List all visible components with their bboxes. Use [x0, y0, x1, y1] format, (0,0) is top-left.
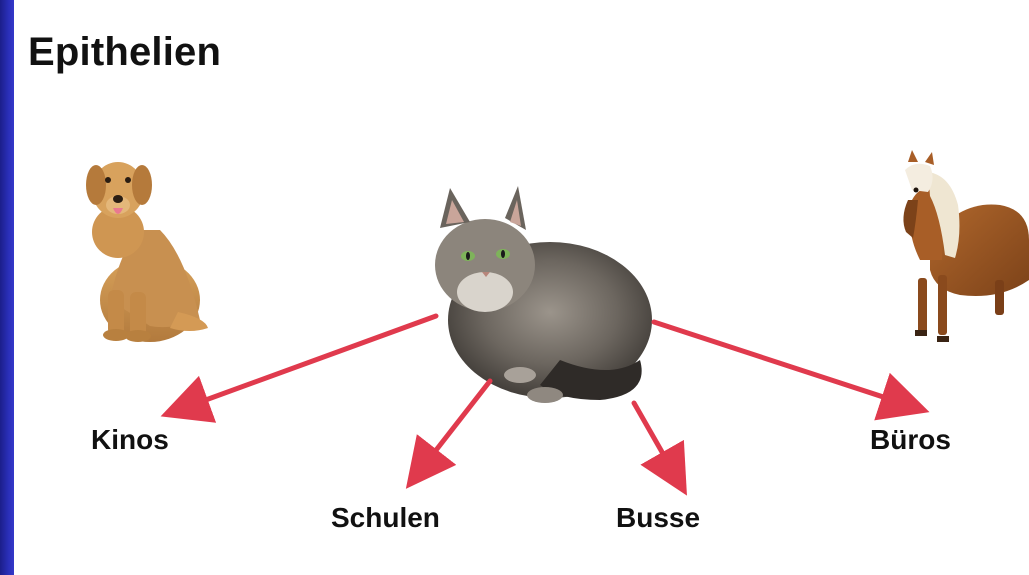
target-label-bueros: Büros: [870, 424, 951, 455]
slide-left-border: [0, 0, 14, 575]
target-label-kinos: Kinos: [91, 424, 169, 455]
arrow-group: [160, 313, 930, 496]
arrow-to-bueros: [651, 319, 930, 421]
arrow-to-busse: [631, 400, 687, 496]
target-label-busse: Busse: [616, 502, 701, 533]
horse-icon: [903, 150, 1029, 342]
target-label-schulen: Schulen: [331, 502, 440, 533]
cat-icon: [435, 186, 652, 403]
arrow-to-schulen: [405, 378, 493, 489]
arrow-to-kinos: [160, 313, 439, 423]
dog-icon: [86, 162, 208, 342]
slide-title: Epithelien: [28, 30, 222, 74]
